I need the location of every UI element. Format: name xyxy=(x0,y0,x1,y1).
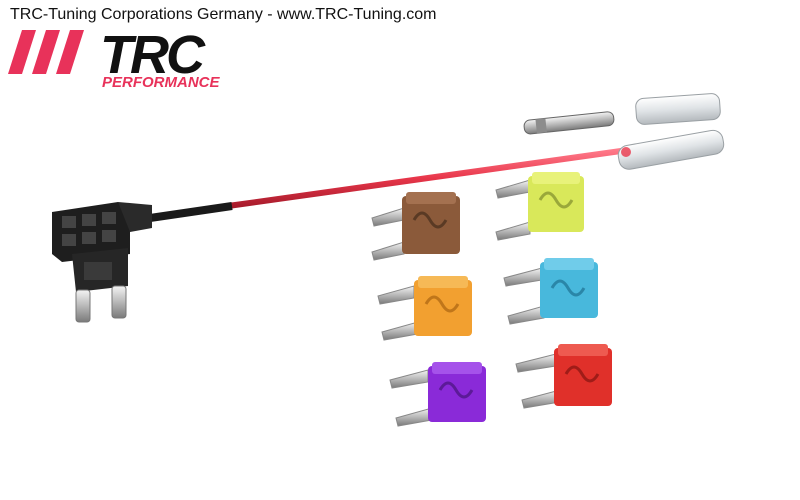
mini-fuse-orange xyxy=(377,276,472,341)
mini-fuse-yellow xyxy=(495,172,584,241)
header-caption: TRC-Tuning Corporations Germany - www.TR… xyxy=(10,6,437,23)
crimp-pin-connector xyxy=(523,111,615,135)
mini-fuse-red xyxy=(515,344,612,409)
trc-logo: TRC PERFORMANCE xyxy=(8,28,278,94)
logo-subtitle: PERFORMANCE xyxy=(102,74,220,91)
mini-fuse-blue xyxy=(503,258,598,325)
red-wire xyxy=(225,147,631,209)
wire-end-connector xyxy=(617,129,725,170)
fuse-tap-holder xyxy=(52,202,152,323)
insulation-sleeve xyxy=(635,93,721,125)
logo-stripes xyxy=(8,30,84,74)
mini-fuse-brown xyxy=(371,192,460,261)
black-wire-section xyxy=(149,202,233,222)
mini-fuse-purple xyxy=(389,362,486,427)
logo-wordmark: TRC xyxy=(100,25,205,85)
